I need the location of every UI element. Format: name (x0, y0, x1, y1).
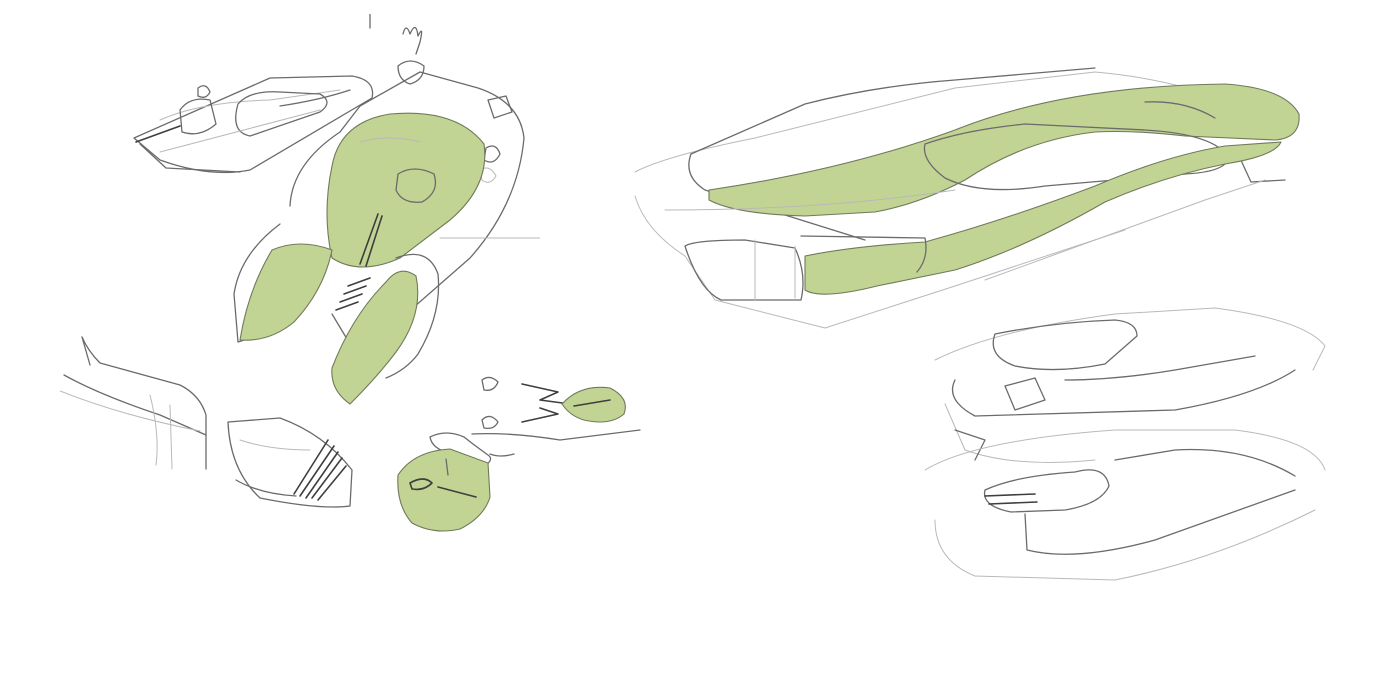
seat-module-detail (390, 425, 505, 535)
side-panel-detail (60, 335, 220, 475)
small-interior-overview (120, 60, 390, 190)
seat-plan-mini (470, 370, 650, 460)
stacked-cabin-perspectives (915, 300, 1330, 590)
large-cabin-perspective (625, 60, 1310, 350)
fan-detail (220, 410, 360, 515)
main-interior-top-view (220, 14, 540, 409)
